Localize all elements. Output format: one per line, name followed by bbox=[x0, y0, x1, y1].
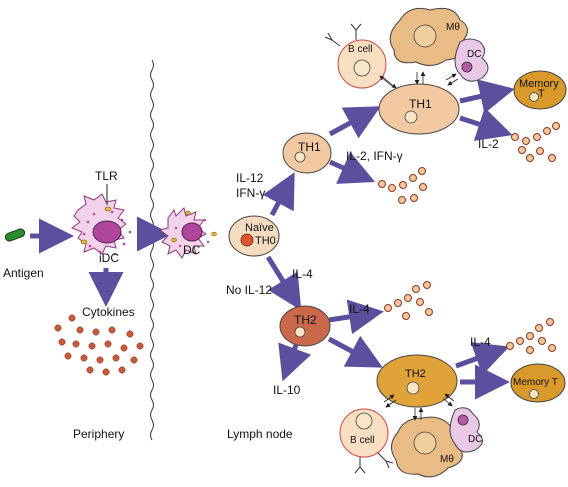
th2-label-large: TH2 bbox=[405, 368, 426, 380]
il4-label-1: IL-4 bbox=[292, 267, 313, 281]
dc-purple-top-nucleus bbox=[461, 61, 473, 73]
dc-top-label: DC bbox=[467, 49, 481, 60]
th1-cell-small bbox=[282, 132, 332, 174]
il12-label: IL-12 bbox=[236, 171, 264, 185]
no-il12-label: No IL-12 bbox=[226, 283, 272, 297]
dc-bottom-label: DC bbox=[468, 434, 482, 445]
b-cell-top-nucleus bbox=[353, 59, 371, 77]
macrophage-bottom-label: Mθ bbox=[440, 454, 454, 465]
macrophage-top-nucleus bbox=[413, 24, 437, 48]
ifng-label-1: IFN-γ bbox=[236, 186, 265, 200]
b-cell-bottom-nucleus bbox=[355, 412, 373, 430]
il4-label-2: IL-4 bbox=[349, 302, 370, 316]
periphery-boundary bbox=[150, 59, 154, 441]
il2-ifng-label: IL-2, IFN-γ bbox=[346, 149, 403, 163]
b-cell-bottom-label: B cell bbox=[350, 435, 374, 446]
arrow-th1-to-cytokines bbox=[328, 151, 376, 184]
b-cell-bottom bbox=[339, 408, 389, 458]
th2-small-nucleus bbox=[294, 326, 306, 338]
memory-t-bottom-nucleus bbox=[529, 389, 539, 399]
memory-t-cell-bottom bbox=[510, 363, 566, 403]
arrow-naive-to-th1 bbox=[262, 172, 295, 217]
cytokine-dots bbox=[54, 314, 144, 376]
arrow-th1-to-th1-large bbox=[328, 106, 381, 139]
il4-label-3: IL-4 bbox=[470, 335, 491, 349]
naive-label: Naïve bbox=[245, 222, 274, 234]
th0-label: TH0 bbox=[255, 235, 276, 247]
macrophage-top-label: Mθ bbox=[446, 22, 460, 33]
il2-secretion-dots bbox=[511, 122, 560, 162]
memory-label-top: Memory bbox=[519, 78, 559, 90]
antibody-icon-bottom bbox=[354, 452, 394, 474]
dc-purple-top bbox=[454, 38, 489, 82]
memory-t-label-bottom: Memory T bbox=[513, 377, 558, 388]
b-cell-top-label: B cell bbox=[348, 44, 372, 55]
th1-secretion-dots bbox=[378, 167, 427, 204]
tlr-label: TLR bbox=[95, 169, 118, 183]
idc-label: iDC bbox=[99, 251, 119, 265]
il10-label: IL-10 bbox=[273, 383, 301, 397]
periphery-label: Periphery bbox=[73, 427, 124, 441]
th1-label-large: TH1 bbox=[409, 97, 432, 111]
antigen-label: Antigen bbox=[3, 266, 44, 280]
macrophage-bottom-nucleus bbox=[413, 431, 437, 455]
antigen-icon bbox=[4, 228, 26, 242]
idc-cell bbox=[70, 193, 132, 256]
th2-large-secretion-dots bbox=[506, 318, 556, 354]
naive-th0-cell bbox=[228, 215, 280, 257]
naive-th0-nucleus bbox=[240, 233, 254, 247]
th1-large-nucleus bbox=[404, 110, 418, 124]
il2-label: IL-2 bbox=[478, 137, 499, 151]
interaction-arrows-bottom bbox=[383, 393, 455, 421]
arrow-th2-to-th2-large bbox=[327, 335, 383, 368]
lymph-node-label: Lymph node bbox=[227, 427, 293, 441]
arrow-th2-to-il4 bbox=[328, 299, 384, 335]
dc-label: DC bbox=[183, 243, 201, 257]
arrow-th1-to-il2 bbox=[459, 107, 513, 141]
arrow-naive-to-th2 bbox=[265, 255, 302, 311]
memory-t-top-nucleus bbox=[529, 92, 539, 102]
arrow-th2-large-to-il4 bbox=[455, 342, 510, 375]
arrow-th2-to-il10 bbox=[278, 342, 312, 382]
memory-t-cell-top bbox=[513, 70, 567, 110]
th2-large-nucleus bbox=[406, 381, 420, 395]
th2-secretion-dots bbox=[384, 281, 433, 320]
dc-cell bbox=[158, 207, 217, 259]
arrow-th1-to-memory bbox=[459, 79, 515, 114]
memory-t-letter-top: T bbox=[538, 88, 545, 100]
th2-cell-large bbox=[376, 354, 458, 408]
antibody-icon-top bbox=[324, 23, 362, 47]
dc-purple-bottom-nucleus bbox=[457, 414, 469, 426]
cytokines-label: Cytokines bbox=[82, 305, 135, 319]
th1-label-small: TH1 bbox=[298, 140, 321, 154]
th2-label-small: TH2 bbox=[294, 313, 317, 327]
interaction-arrows-top bbox=[379, 71, 459, 89]
th1-small-nucleus bbox=[294, 151, 306, 163]
